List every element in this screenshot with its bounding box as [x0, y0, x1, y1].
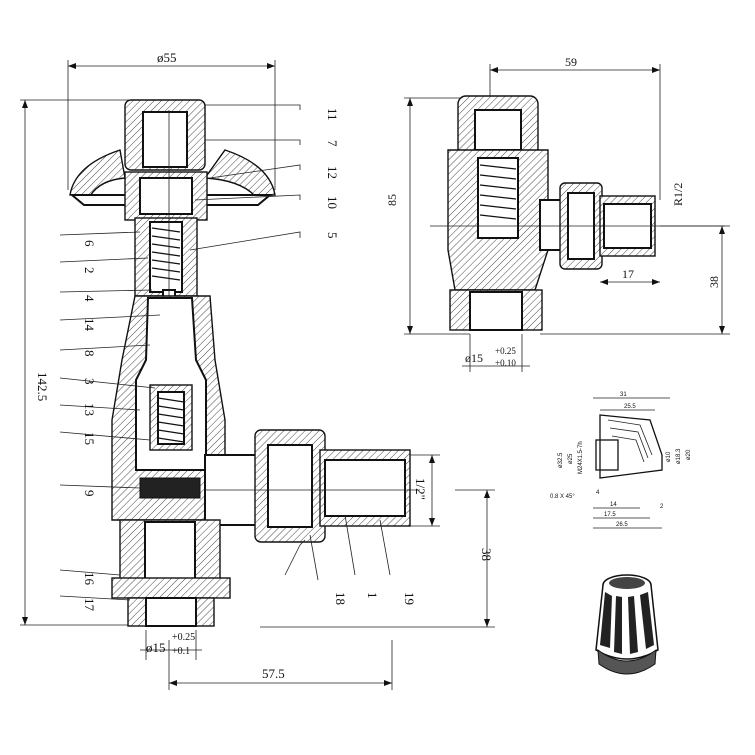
- callout-17: 17: [82, 598, 97, 612]
- dim-tail-tol-lower: +0.1: [172, 646, 190, 657]
- side-section-view: 59 85 R1/2 17 38 ø1: [385, 55, 730, 372]
- callout-13: 13: [82, 403, 97, 416]
- cap-detail-view: 31 25.5 ø32.5 ø25 M24X1.5-7h ø10 ø18.3 ø…: [550, 392, 692, 529]
- callout-16: 16: [82, 572, 97, 586]
- cap-dim-26-5: 26.5: [616, 522, 628, 528]
- side-dim-tail: ø15: [465, 351, 483, 365]
- dim-bottom-width: 57.5: [262, 666, 285, 681]
- callout-12: 12: [325, 166, 340, 179]
- callout-10: 10: [325, 196, 340, 209]
- callout-4: 4: [82, 295, 97, 302]
- cap-3d-illustration: [595, 574, 659, 675]
- callout-18: 18: [333, 592, 348, 605]
- callout-2: 2: [82, 267, 97, 274]
- cap-dim-17-5: 17.5: [604, 512, 616, 518]
- callout-5: 5: [325, 232, 340, 239]
- cap-dim-thread: M24X1.5-7h: [578, 441, 584, 474]
- callout-6: 6: [82, 240, 97, 247]
- side-dim-height: 85: [385, 194, 399, 206]
- callout-1: 1: [365, 592, 380, 599]
- dim-right-height: 38: [479, 548, 494, 561]
- callout-8: 8: [82, 350, 97, 357]
- main-section-view: ø55 142.5: [20, 50, 495, 690]
- callout-9: 9: [82, 490, 97, 497]
- dim-total-height: 142.5: [35, 372, 50, 401]
- callout-19: 19: [402, 592, 417, 605]
- side-dim-right-height: 38: [707, 276, 721, 288]
- callout-3: 3: [82, 378, 97, 385]
- dim-tail-diameter: ø15: [146, 640, 166, 655]
- side-dim-tail-tol-upper: +0.25: [495, 346, 516, 356]
- cap-dim-25-5: 25.5: [624, 404, 636, 410]
- side-dim-tail-tol-lower: +0.10: [495, 358, 516, 368]
- side-dim-thread: R1/2: [671, 183, 685, 206]
- cap-dim-o10: ø10: [666, 451, 672, 462]
- cap-dim-chamfer: 0.8 X 45°: [550, 494, 575, 500]
- cap-dim-o20: ø20: [686, 449, 692, 460]
- dim-tail-tol-upper: +0.25: [172, 632, 195, 643]
- callout-7: 7: [325, 140, 340, 147]
- dim-outlet-thread: 1/2": [413, 478, 428, 500]
- callout-11: 11: [325, 108, 340, 121]
- cap-dim-14: 14: [610, 502, 617, 508]
- dim-top-diameter: ø55: [157, 50, 177, 65]
- cap-dim-2: 2: [660, 504, 664, 510]
- callout-15: 15: [82, 432, 97, 445]
- cap-dim-o18-3: ø18.3: [676, 448, 682, 464]
- callout-14: 14: [82, 318, 97, 332]
- cap-dim-o32-5: ø32.5: [558, 452, 564, 468]
- side-dim-width: 59: [565, 55, 577, 69]
- side-dim-length: 17: [622, 267, 634, 281]
- cap-dim-31: 31: [620, 392, 627, 398]
- cap-dim-4: 4: [596, 490, 600, 496]
- cap-dim-o25: ø25: [568, 453, 574, 464]
